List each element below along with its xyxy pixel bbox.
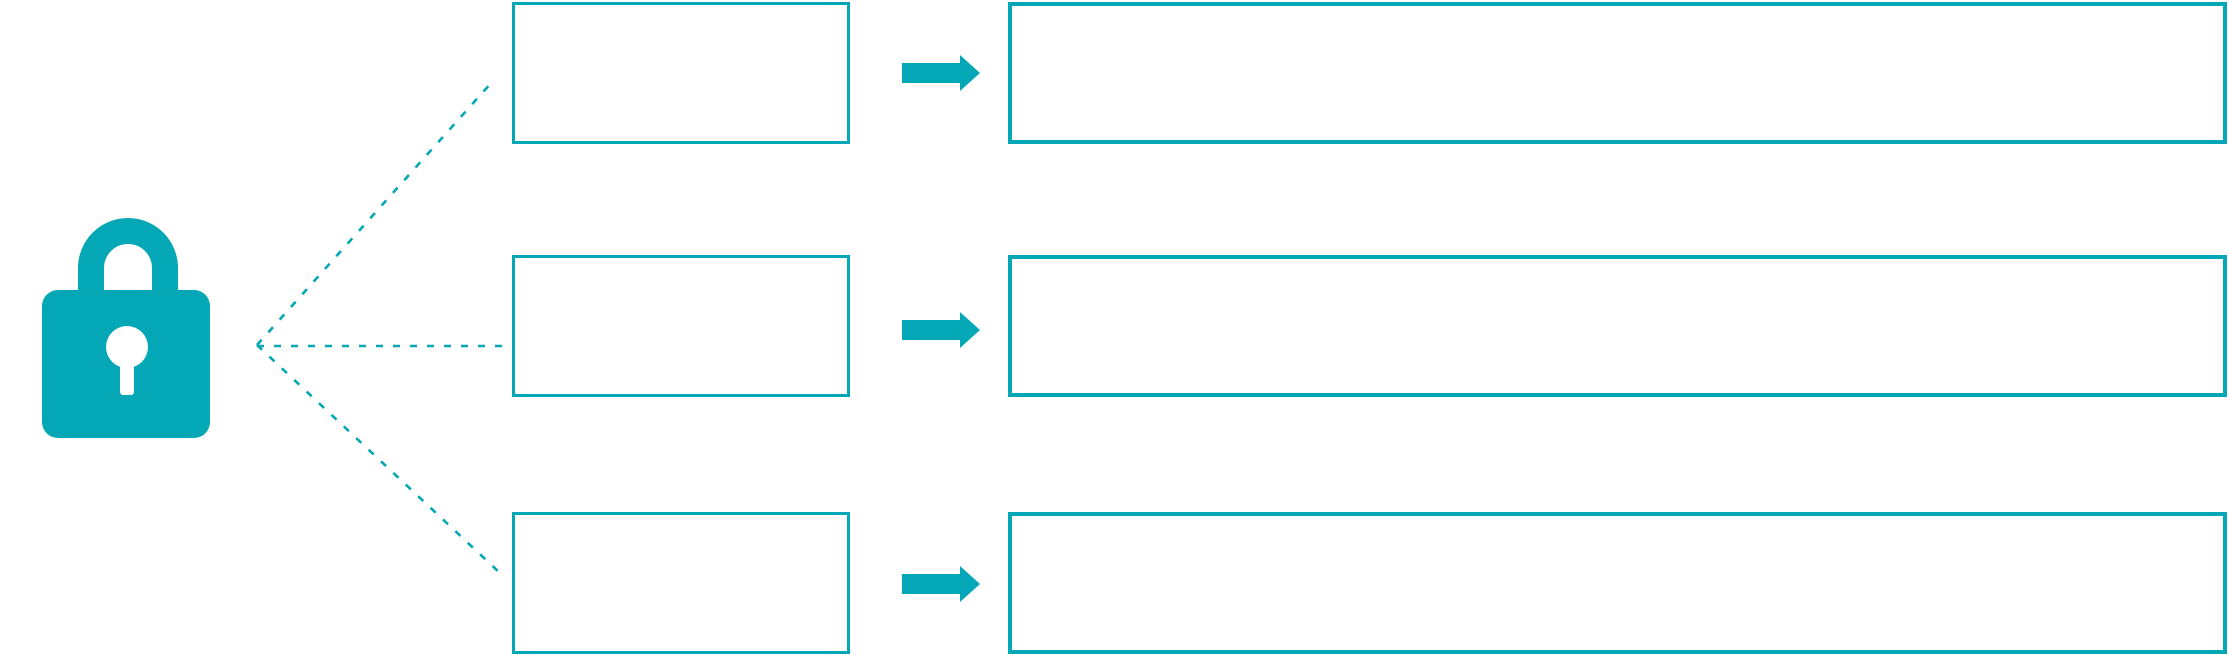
right-arrow-icon bbox=[902, 566, 980, 602]
right-arrow-icon bbox=[902, 55, 980, 91]
result-box-1[interactable] bbox=[1008, 2, 2227, 144]
source-box-2[interactable] bbox=[512, 255, 850, 397]
padlock-keyhole-stem bbox=[120, 347, 134, 395]
result-box-3[interactable] bbox=[1008, 512, 2227, 654]
right-arrow-icon bbox=[902, 312, 980, 348]
result-box-2[interactable] bbox=[1008, 255, 2227, 397]
connector-line-top bbox=[256, 81, 493, 346]
connector-line-bottom bbox=[256, 344, 501, 574]
padlock-icon bbox=[42, 218, 210, 438]
padlock-shackle bbox=[78, 218, 178, 294]
source-box-3[interactable] bbox=[512, 512, 850, 654]
source-box-1[interactable] bbox=[512, 2, 850, 144]
